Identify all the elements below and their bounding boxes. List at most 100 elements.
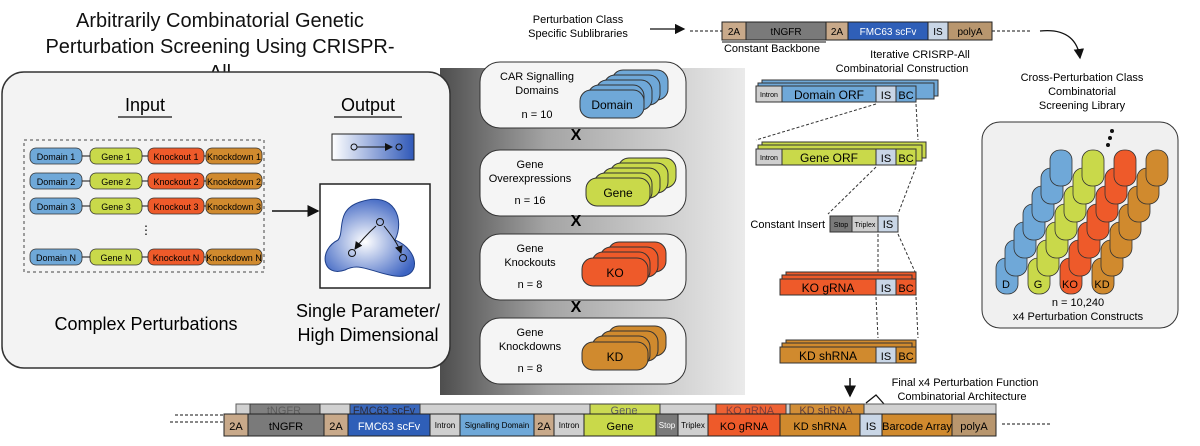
input-domain-2: Domain 2 [37, 177, 76, 187]
constant-stop: Stop [834, 222, 849, 229]
library-pill [1113, 149, 1137, 187]
top-seg-fmc63: FMC63 scFv [860, 27, 917, 38]
perturbation-class-line1: Perturbation Class [533, 14, 624, 26]
domain-intron: Intron [760, 92, 778, 99]
ko-stack: KO [581, 241, 667, 287]
gene-orf: Gene ORF [800, 151, 858, 165]
kd-insert-construct: KD shRNA IS BC [779, 339, 917, 364]
input-domain-3: Domain 3 [37, 202, 76, 212]
top-seg-polya: polyA [957, 27, 982, 38]
class-ko-label2: Knockouts [504, 257, 556, 269]
iterative-line1: Iterative CRISRP-All [870, 49, 970, 61]
kd-stack-label: KD [607, 350, 624, 364]
domain-stack-label: Domain [591, 98, 632, 112]
input-ko-1: Knockout 1 [153, 152, 198, 162]
top-backbone-construct: 2A tNGFR 2A FMC63 scFv IS polyA [721, 21, 993, 41]
class-gene-n: n = 16 [515, 195, 546, 207]
domain-orf: Domain ORF [794, 88, 864, 102]
input-row-2: Domain 2 Gene 2 Knockout 2 Knockdown 2 [29, 172, 263, 190]
input-kd-2: Knockdown 2 [207, 177, 261, 187]
final-seg-stop: Stop [659, 421, 676, 430]
input-label: Input [125, 95, 165, 115]
class-domain-label2: Domains [515, 85, 559, 97]
constant-insert-label: Constant Insert [750, 219, 825, 231]
landscape-shape [324, 198, 415, 277]
input-ko-3: Knockout 3 [153, 202, 198, 212]
gene-is: IS [881, 153, 891, 165]
input-kd-1: Knockdown 1 [207, 152, 261, 162]
input-gene-n: Gene N [100, 253, 131, 263]
library-label-d: D [1002, 279, 1010, 291]
final-seg-triplex: Triplex [681, 421, 705, 430]
output-label: Output [341, 95, 395, 115]
domain-is: IS [881, 90, 891, 102]
iterative-line2: Combinatorial Construction [836, 63, 969, 75]
class-kd-label2: Knockdowns [499, 341, 562, 353]
ko-is: IS [881, 283, 891, 295]
kd-stack: KD [581, 325, 667, 371]
final-seg-ko: KO gRNA [720, 421, 769, 433]
final-seg-kd: KD shRNA [793, 421, 847, 433]
class-ko-label1: Gene [517, 243, 544, 255]
class-panel-domain: CAR Signalling Domains n = 10 Domain [479, 61, 687, 129]
input-gene-3: Gene 3 [101, 202, 131, 212]
class-panel-ko: Gene Knockouts n = 8 KO [479, 233, 687, 301]
library-pill [1145, 149, 1169, 187]
domain-insert-construct: Intron Domain ORF IS BC [755, 79, 939, 103]
final-seg-2a-2: 2A [329, 421, 343, 433]
top-seg-2a-2: 2A [831, 27, 844, 38]
top-seg-2a-1: 2A [728, 27, 741, 38]
single-parameter-line2: High Dimensional [297, 325, 438, 345]
library-pill [1081, 149, 1105, 187]
top-seg-is: IS [933, 27, 943, 38]
input-domain-1: Domain 1 [37, 152, 76, 162]
final-seg-intron-1: Intron [435, 421, 455, 430]
kd-bc: BC [898, 351, 913, 363]
class-domain-label1: CAR Signalling [500, 71, 574, 83]
library-title-line1: Cross-Perturbation Class [1021, 72, 1144, 84]
domain-stack: Domain [579, 69, 669, 119]
input-kd-3: Knockdown 3 [207, 202, 261, 212]
input-ellipsis: ⋮ [140, 223, 152, 237]
library-label-ko: KO [1062, 279, 1078, 291]
final-seg-intron-2: Intron [559, 421, 579, 430]
class-panel-gene: Gene Overexpressions n = 16 Gene [479, 149, 687, 217]
input-ko-n: Knockout N [153, 253, 200, 263]
ko-orf: KO gRNA [802, 281, 855, 295]
input-ko-2: Knockout 2 [153, 177, 198, 187]
final-line2: Combinatorial Architecture [897, 391, 1026, 403]
final-seg-fmc63: FMC63 scFv [358, 421, 421, 433]
single-parameter-line1: Single Parameter/ [296, 301, 440, 321]
library-constructs: x4 Perturbation Constructs [1013, 311, 1144, 323]
gene-stack-label: Gene [603, 186, 633, 200]
constant-triplex: Triplex [855, 222, 876, 229]
class-gene-label1: Gene [517, 159, 544, 171]
input-domain-n: Domain N [36, 253, 76, 263]
input-gene-2: Gene 2 [101, 177, 131, 187]
gene-intron: Intron [760, 155, 778, 162]
constant-insert-construct: Constant Insert Stop Triplex IS [750, 215, 899, 233]
input-gene-1: Gene 1 [101, 152, 131, 162]
kd-is: IS [881, 351, 891, 363]
library-count: n = 10,240 [1052, 297, 1104, 309]
library-title-line2: Combinatorial [1048, 86, 1116, 98]
top-seg-tngfr: tNGFR [770, 27, 801, 38]
library-pills [995, 149, 1169, 295]
final-seg-signalling: Signalling Domain [465, 421, 529, 430]
final-seg-2a-3: 2A [537, 421, 551, 433]
x-symbol-3: X [571, 299, 582, 316]
domain-bc: BC [898, 90, 913, 102]
class-kd-label1: Gene [517, 327, 544, 339]
input-matrix-box [23, 139, 265, 273]
class-ko-n: n = 8 [518, 279, 543, 291]
gene-bc: BC [898, 153, 913, 165]
final-seg-gene: Gene [607, 421, 634, 433]
ko-insert-construct: KO gRNA IS BC [779, 271, 917, 296]
constant-backbone-label: Constant Backbone [724, 43, 820, 55]
class-kd-n: n = 8 [518, 363, 543, 375]
perturbation-class-line2: Specific Sublibraries [528, 28, 628, 40]
class-gene-label2: Overexpressions [489, 173, 572, 185]
library-label-kd: KD [1094, 279, 1109, 291]
final-construct: 2A tNGFR 2A FMC63 scFv Intron Signalling… [223, 413, 997, 437]
